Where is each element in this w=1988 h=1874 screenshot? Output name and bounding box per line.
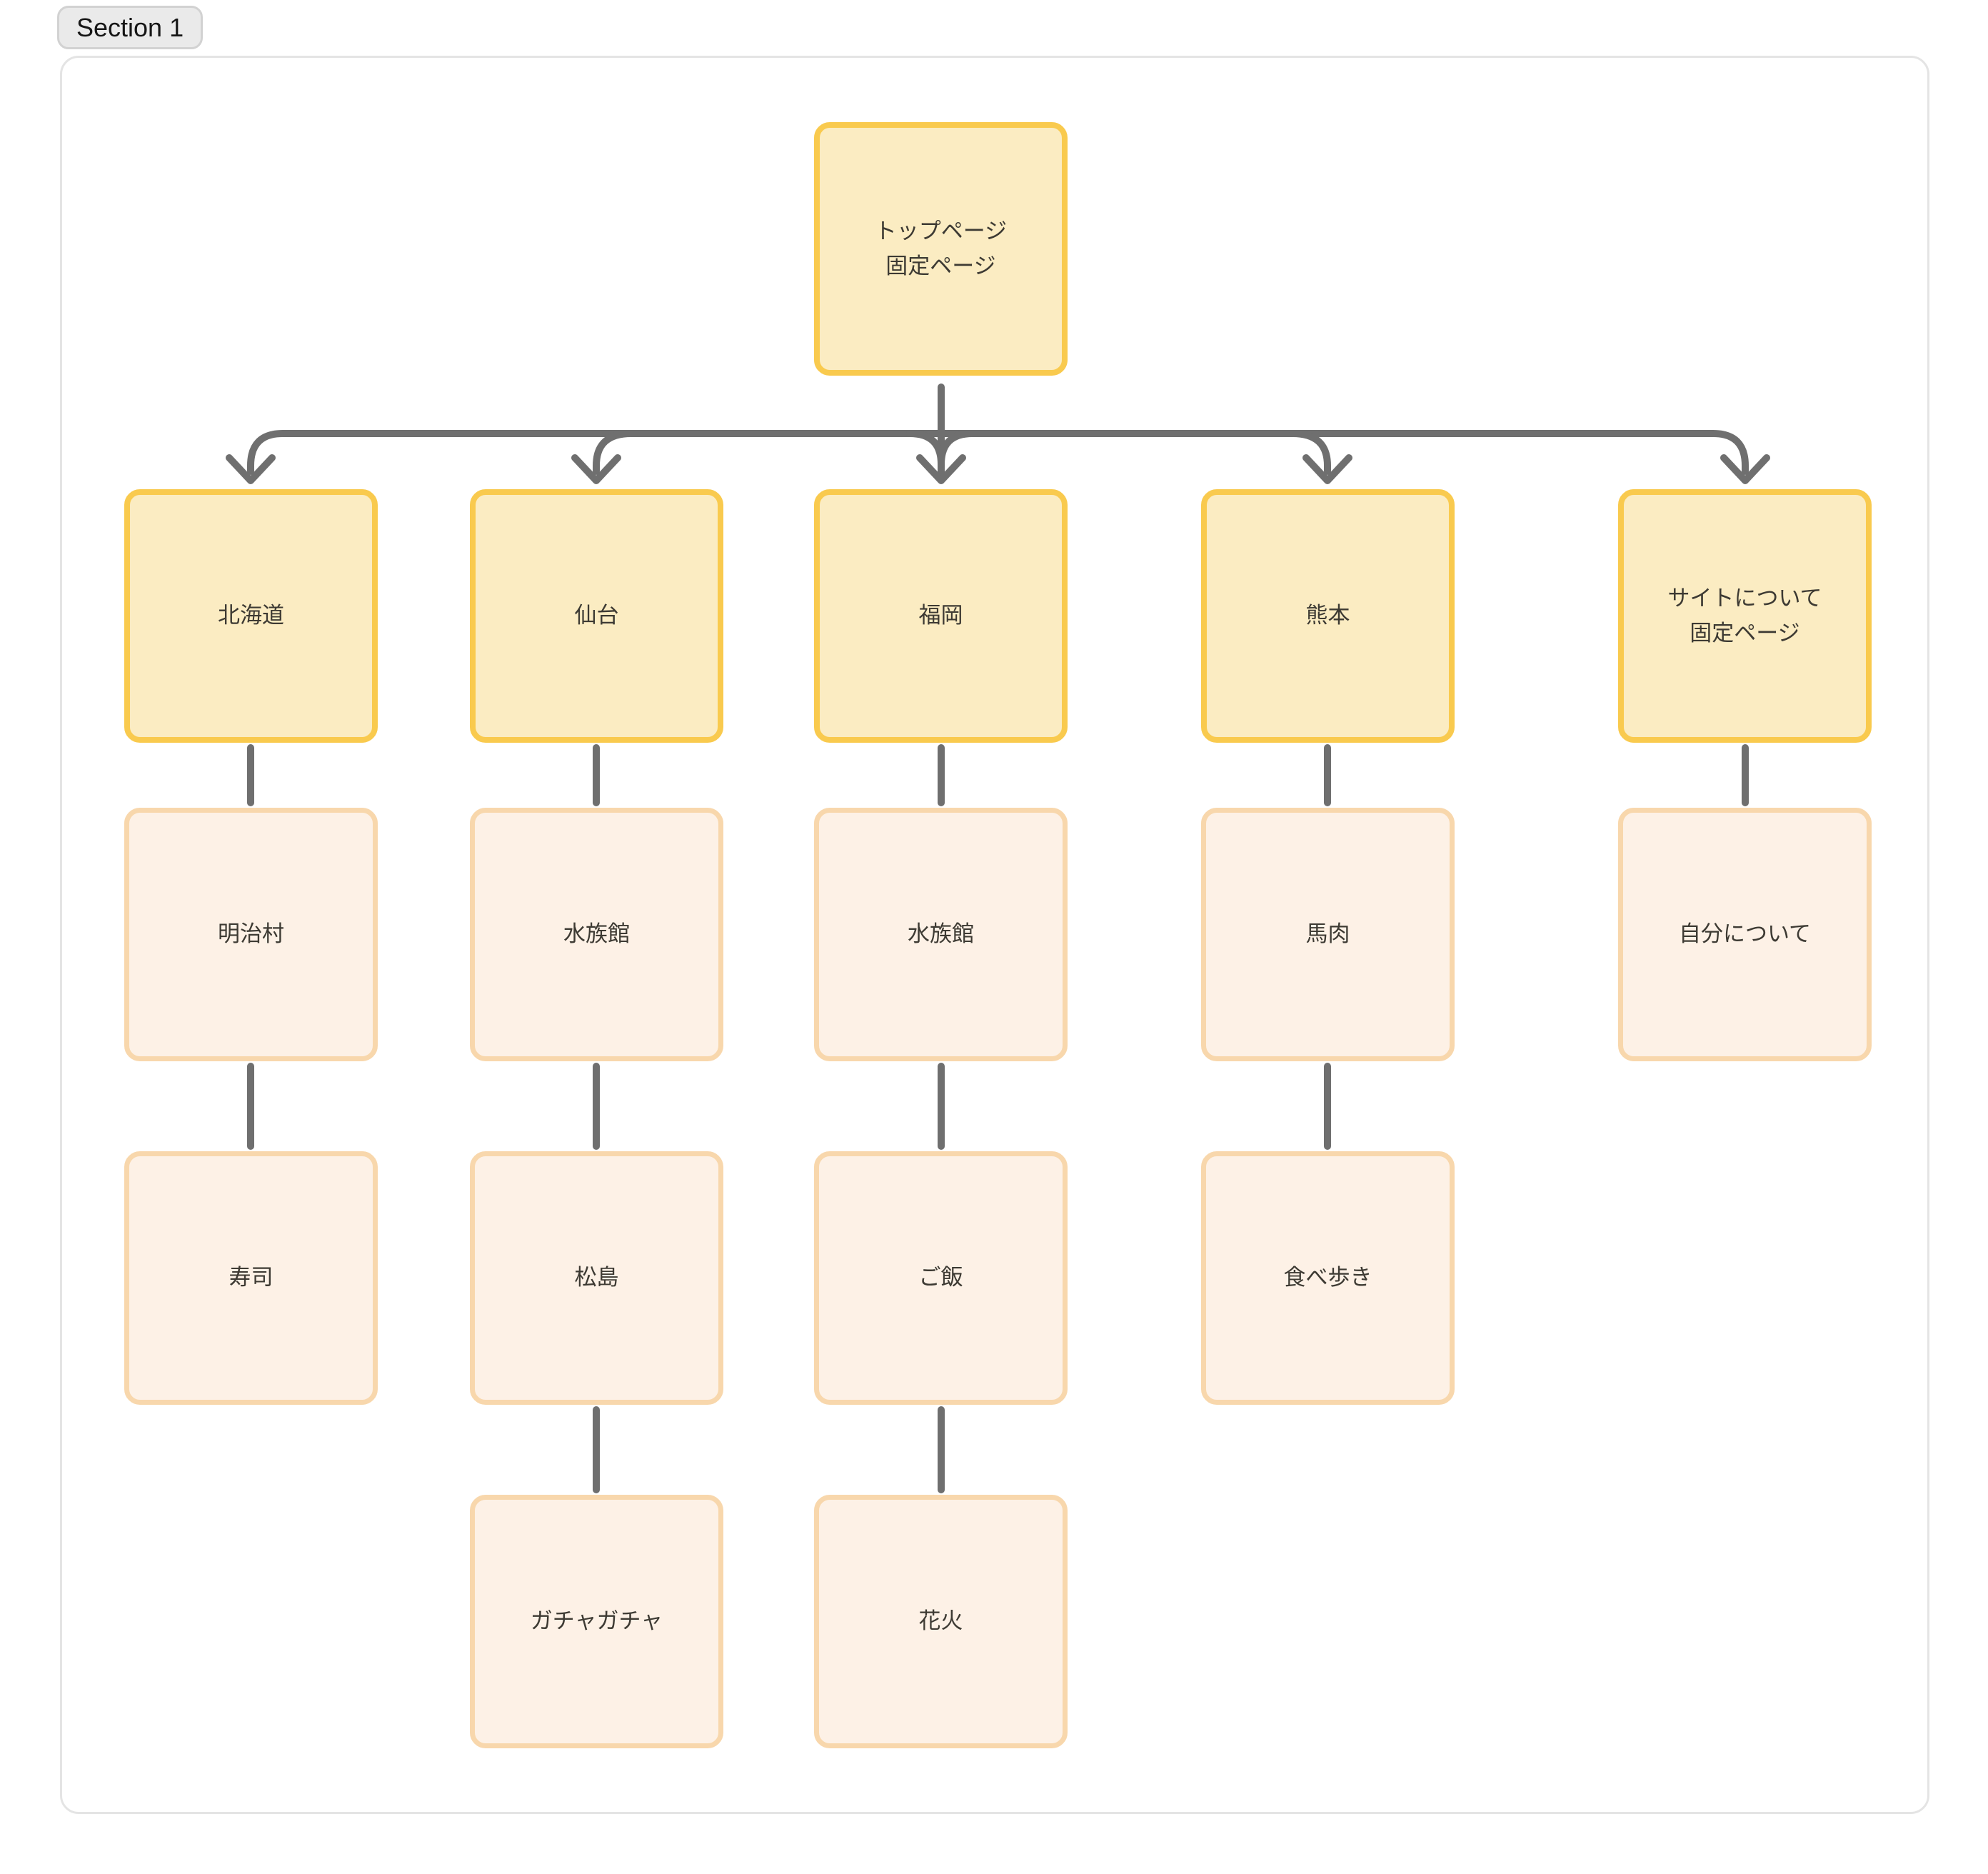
node-label-line: 北海道 xyxy=(218,603,284,628)
node-fukuoka[interactable]: 福岡 xyxy=(814,489,1068,743)
node-site-about[interactable]: サイトについて 固定ページ xyxy=(1618,489,1872,743)
node-aquarium-fukuoka[interactable]: 水族館 xyxy=(814,808,1068,1061)
node-label-line: 食べ歩き xyxy=(1283,1265,1372,1291)
node-label-line: ご飯 xyxy=(918,1265,963,1291)
node-matsushima[interactable]: 松島 xyxy=(470,1151,723,1405)
node-label-line: 寿司 xyxy=(229,1265,273,1291)
node-hokkaido[interactable]: 北海道 xyxy=(124,489,378,743)
node-aquarium-sendai[interactable]: 水族館 xyxy=(470,808,723,1061)
node-hanabi[interactable]: 花火 xyxy=(814,1495,1068,1748)
node-label-line: トップページ xyxy=(874,218,1008,244)
node-about-me[interactable]: 自分について xyxy=(1618,808,1872,1061)
node-label-line: 固定ページ xyxy=(1690,620,1800,646)
node-sushi[interactable]: 寿司 xyxy=(124,1151,378,1405)
node-label-line: サイトについて xyxy=(1667,585,1822,611)
node-sendai[interactable]: 仙台 xyxy=(470,489,723,743)
node-label-line: 松島 xyxy=(574,1265,619,1291)
node-horse-meat[interactable]: 馬肉 xyxy=(1201,808,1455,1061)
node-label-line: 水族館 xyxy=(908,921,974,947)
node-food-walk[interactable]: 食べ歩き xyxy=(1201,1151,1455,1405)
node-label-line: 自分について xyxy=(1678,921,1812,947)
section-label[interactable]: Section 1 xyxy=(57,6,204,50)
node-label-line: 馬肉 xyxy=(1305,921,1350,947)
node-label-line: 福岡 xyxy=(918,603,963,628)
node-top-page[interactable]: トップページ 固定ページ xyxy=(814,122,1068,376)
node-kumamoto[interactable]: 熊本 xyxy=(1201,489,1455,743)
node-label-line: ガチャガチャ xyxy=(530,1608,663,1634)
node-label-line: 花火 xyxy=(918,1608,963,1634)
node-gachagacha[interactable]: ガチャガチャ xyxy=(470,1495,723,1748)
node-label-line: 仙台 xyxy=(574,603,619,628)
node-label-line: 熊本 xyxy=(1305,603,1350,628)
node-label-line: 水族館 xyxy=(563,921,630,947)
node-gohan[interactable]: ご飯 xyxy=(814,1151,1068,1405)
node-meiji-mura[interactable]: 明治村 xyxy=(124,808,378,1061)
node-label-line: 明治村 xyxy=(218,921,284,947)
node-label-line: 固定ページ xyxy=(885,253,996,279)
